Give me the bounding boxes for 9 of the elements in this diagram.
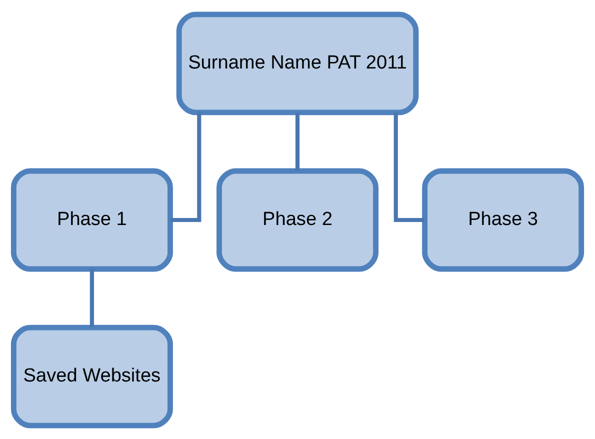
node-box: Surname Name PAT 2011 (176, 11, 419, 115)
node-box: Phase 2 (216, 168, 378, 272)
connector (295, 112, 300, 170)
node-box: Saved Websites (10, 324, 173, 428)
connector (170, 112, 202, 222)
connector (90, 268, 94, 327)
node-box: Phase 1 (10, 168, 173, 272)
node-box: Phase 3 (422, 168, 584, 272)
connector (394, 112, 425, 222)
